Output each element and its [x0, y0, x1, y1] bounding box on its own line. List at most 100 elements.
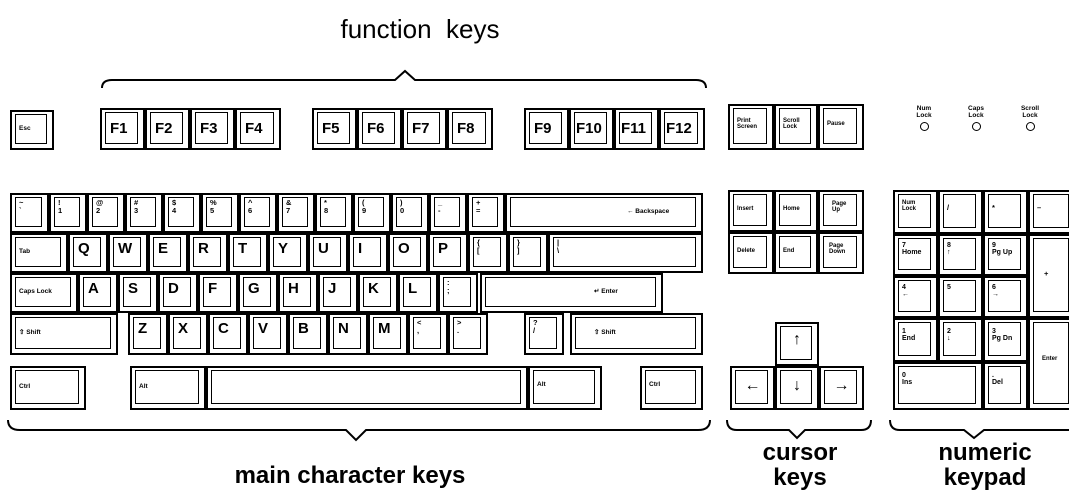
key-p[interactable]: P: [428, 233, 468, 273]
key-semicolon[interactable]: : ;: [438, 273, 478, 313]
key-backspace[interactable]: ← Backspace: [505, 193, 703, 233]
key-np-4[interactable]: 4 ←: [893, 276, 938, 318]
key-right-alt[interactable]: Alt: [528, 366, 602, 410]
key-scroll-lock[interactable]: Scroll Lock: [774, 104, 818, 150]
key-n[interactable]: N: [328, 313, 368, 355]
key-5[interactable]: % 5: [201, 193, 239, 233]
key-np-dot[interactable]: . Del: [983, 362, 1028, 410]
key-page-down[interactable]: Page Down: [818, 232, 864, 274]
key-np-1[interactable]: 1 End: [893, 318, 938, 362]
key-v[interactable]: V: [248, 313, 288, 355]
key-np-enter[interactable]: Enter: [1028, 318, 1069, 410]
key-minus[interactable]: _ -: [429, 193, 467, 233]
key-f9[interactable]: F9: [524, 108, 569, 150]
key-arrow-left[interactable]: ←: [730, 366, 775, 410]
key-enter[interactable]: ↵ Enter: [480, 273, 663, 313]
key-h[interactable]: H: [278, 273, 318, 313]
key-e[interactable]: E: [148, 233, 188, 273]
key-slash[interactable]: ? /: [524, 313, 564, 355]
key-6[interactable]: ^ 6: [239, 193, 277, 233]
key-c[interactable]: C: [208, 313, 248, 355]
key-k[interactable]: K: [358, 273, 398, 313]
key-right-bracket[interactable]: } ]: [508, 233, 548, 273]
key-m[interactable]: M: [368, 313, 408, 355]
key-print-screen[interactable]: Print Screen: [728, 104, 774, 150]
key-np-8[interactable]: 8 ↑: [938, 234, 983, 276]
key-f8[interactable]: F8: [447, 108, 493, 150]
key-num-lock[interactable]: Num Lock: [893, 190, 938, 234]
key-arrow-up[interactable]: ↑: [775, 322, 819, 366]
key-z[interactable]: Z: [128, 313, 168, 355]
key-np-3[interactable]: 3 Pg Dn: [983, 318, 1028, 362]
key-d[interactable]: D: [158, 273, 198, 313]
key-f6[interactable]: F6: [357, 108, 402, 150]
key-i[interactable]: I: [348, 233, 388, 273]
key-np-9[interactable]: 9 Pg Up: [983, 234, 1028, 276]
key-f12[interactable]: F12: [659, 108, 705, 150]
key-left-ctrl[interactable]: Ctrl: [10, 366, 86, 410]
key-f[interactable]: F: [198, 273, 238, 313]
key-page-up[interactable]: Page Up: [818, 190, 864, 232]
key-np-minus[interactable]: –: [1028, 190, 1069, 234]
key-caps-lock[interactable]: Caps Lock: [10, 273, 78, 313]
key-o[interactable]: O: [388, 233, 428, 273]
key-a[interactable]: A: [78, 273, 118, 313]
key-insert[interactable]: Insert: [728, 190, 774, 232]
key-tab[interactable]: Tab: [10, 233, 68, 273]
key-np-7[interactable]: 7 Home: [893, 234, 938, 276]
key-w[interactable]: W: [108, 233, 148, 273]
key-arrow-down[interactable]: ↓: [775, 366, 819, 410]
key-equals[interactable]: + =: [467, 193, 505, 233]
key-delete[interactable]: Delete: [728, 232, 774, 274]
key-t[interactable]: T: [228, 233, 268, 273]
key-f3[interactable]: F3: [190, 108, 235, 150]
key-u[interactable]: U: [308, 233, 348, 273]
key-np-5[interactable]: 5: [938, 276, 983, 318]
key-period[interactable]: > .: [448, 313, 488, 355]
key-esc[interactable]: Esc: [10, 110, 54, 150]
key-f4[interactable]: F4: [235, 108, 281, 150]
key-l[interactable]: L: [398, 273, 438, 313]
key-2[interactable]: @ 2: [87, 193, 125, 233]
key-right-shift[interactable]: ⇧ Shift: [570, 313, 703, 355]
key-np-6[interactable]: 6 →: [983, 276, 1028, 318]
key-9[interactable]: ( 9: [353, 193, 391, 233]
key-tilde[interactable]: ~ `: [10, 193, 49, 233]
key-f5[interactable]: F5: [312, 108, 357, 150]
key-f10[interactable]: F10: [569, 108, 614, 150]
key-0[interactable]: ) 0: [391, 193, 429, 233]
key-left-bracket[interactable]: { [: [468, 233, 508, 273]
key-8[interactable]: * 8: [315, 193, 353, 233]
key-left-alt[interactable]: Alt: [130, 366, 206, 410]
key-f11[interactable]: F11: [614, 108, 659, 150]
key-b[interactable]: B: [288, 313, 328, 355]
key-x[interactable]: X: [168, 313, 208, 355]
key-left-shift[interactable]: ⇧ Shift: [10, 313, 118, 355]
key-np-slash[interactable]: /: [938, 190, 983, 234]
key-np-0[interactable]: 0 Ins: [893, 362, 983, 410]
key-backslash[interactable]: | \: [548, 233, 703, 273]
key-s[interactable]: S: [118, 273, 158, 313]
key-3[interactable]: # 3: [125, 193, 163, 233]
key-np-star[interactable]: *: [983, 190, 1028, 234]
key-r[interactable]: R: [188, 233, 228, 273]
key-f1[interactable]: F1: [100, 108, 145, 150]
key-g[interactable]: G: [238, 273, 278, 313]
key-f7[interactable]: F7: [402, 108, 447, 150]
key-pause[interactable]: Pause: [818, 104, 864, 150]
key-end[interactable]: End: [774, 232, 818, 274]
key-f2[interactable]: F2: [145, 108, 190, 150]
key-7[interactable]: & 7: [277, 193, 315, 233]
key-right-ctrl[interactable]: Ctrl: [640, 366, 703, 410]
key-q[interactable]: Q: [68, 233, 108, 273]
key-space[interactable]: [206, 366, 528, 410]
key-arrow-right[interactable]: →: [819, 366, 864, 410]
key-4[interactable]: $ 4: [163, 193, 201, 233]
key-np-plus[interactable]: +: [1028, 234, 1069, 318]
key-home[interactable]: Home: [774, 190, 818, 232]
key-y[interactable]: Y: [268, 233, 308, 273]
key-comma[interactable]: < ,: [408, 313, 448, 355]
key-np-2[interactable]: 2 ↓: [938, 318, 983, 362]
key-1[interactable]: ! 1: [49, 193, 87, 233]
key-j[interactable]: J: [318, 273, 358, 313]
